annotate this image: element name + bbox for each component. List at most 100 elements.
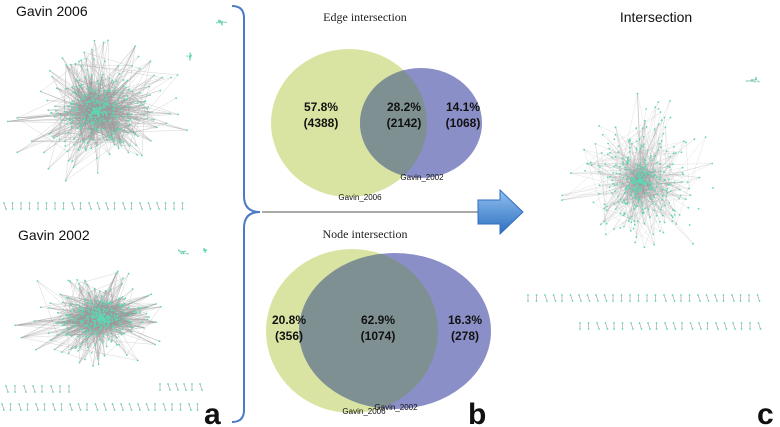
network-node — [605, 222, 608, 225]
network-edge — [102, 74, 106, 109]
network-node — [125, 115, 128, 118]
network-node — [120, 141, 122, 144]
network-node — [161, 76, 164, 79]
network-node — [109, 300, 112, 303]
network-node — [110, 115, 113, 117]
network-node — [107, 316, 110, 319]
network-node — [94, 113, 96, 115]
network-node — [80, 343, 83, 345]
network-node — [137, 55, 140, 58]
network-node — [137, 306, 140, 309]
network-edge — [615, 127, 628, 180]
network-node — [108, 88, 111, 91]
network-node — [70, 326, 73, 329]
network-edge — [627, 143, 660, 160]
network-node — [79, 124, 82, 127]
network-node — [118, 317, 121, 320]
network-node — [95, 107, 98, 110]
network-node — [107, 39, 109, 42]
network-edge — [587, 141, 685, 164]
network-edge — [90, 66, 119, 106]
network-node — [189, 58, 191, 61]
network-node — [136, 153, 139, 156]
network-node — [122, 115, 124, 118]
network-node — [43, 403, 46, 405]
node-venn-overlap — [299, 253, 438, 409]
network-node — [54, 409, 56, 411]
network-edge — [645, 189, 663, 209]
network-edge — [70, 122, 95, 124]
network-edge — [143, 113, 167, 124]
network-node — [86, 409, 88, 411]
network-node — [117, 65, 120, 67]
network-node — [89, 114, 92, 117]
network-edge — [92, 316, 96, 346]
network-node — [98, 102, 101, 105]
network-edge — [639, 179, 642, 204]
network-edge — [642, 184, 651, 218]
network-node — [69, 403, 71, 405]
network-edge — [668, 184, 690, 189]
network-edge — [89, 124, 121, 141]
network-node — [105, 345, 108, 348]
network-edge — [627, 159, 646, 161]
network-node — [5, 385, 7, 387]
network-edge — [100, 294, 152, 319]
network-edge — [60, 294, 79, 312]
network-node — [59, 293, 62, 296]
network-node — [89, 138, 91, 140]
network-edge — [615, 162, 645, 166]
network-node — [113, 315, 116, 318]
network-node — [102, 335, 105, 338]
network-edge — [631, 148, 637, 179]
node-venn-title: Node intersection — [323, 227, 408, 241]
network-node — [16, 117, 18, 119]
network-edge — [117, 101, 134, 117]
network-edge — [685, 142, 690, 189]
network-edge — [629, 170, 640, 176]
network-edge — [638, 128, 643, 177]
network-edge — [610, 175, 655, 177]
network-edge — [650, 181, 683, 218]
network-node — [84, 76, 86, 78]
network-node — [116, 329, 118, 331]
network-edge — [615, 127, 629, 174]
network-node — [128, 145, 131, 147]
network-node — [104, 60, 106, 63]
gavin-2006-network — [6, 39, 188, 182]
network-node — [103, 321, 106, 324]
network-node — [189, 52, 191, 55]
network-edge — [126, 306, 161, 356]
network-node — [118, 106, 121, 109]
network-node — [118, 303, 121, 305]
network-node — [66, 150, 69, 153]
network-node — [58, 138, 61, 141]
network-edge — [635, 173, 684, 175]
network-node — [83, 51, 86, 54]
network-node — [79, 346, 81, 349]
network-node — [128, 320, 131, 323]
network-node — [55, 322, 57, 324]
network-node — [84, 97, 86, 99]
network-edge — [625, 172, 662, 210]
network-edge — [664, 181, 683, 206]
network-node — [158, 208, 160, 210]
network-edge — [72, 82, 114, 102]
network-node — [66, 122, 69, 125]
network-node — [119, 308, 122, 310]
network-node — [123, 332, 126, 335]
network-edge — [655, 177, 670, 185]
network-node — [121, 328, 124, 331]
network-edge — [622, 194, 635, 203]
node-mid-percent: 62.9% — [361, 313, 395, 327]
network-node — [115, 118, 118, 120]
network-edge — [79, 288, 93, 318]
network-node — [155, 321, 157, 324]
network-edge — [119, 65, 132, 75]
network-edge — [639, 174, 656, 179]
network-edge — [631, 148, 641, 180]
network-node — [113, 208, 116, 210]
network-edge — [637, 143, 660, 206]
network-node — [90, 330, 92, 333]
network-node — [94, 128, 97, 131]
